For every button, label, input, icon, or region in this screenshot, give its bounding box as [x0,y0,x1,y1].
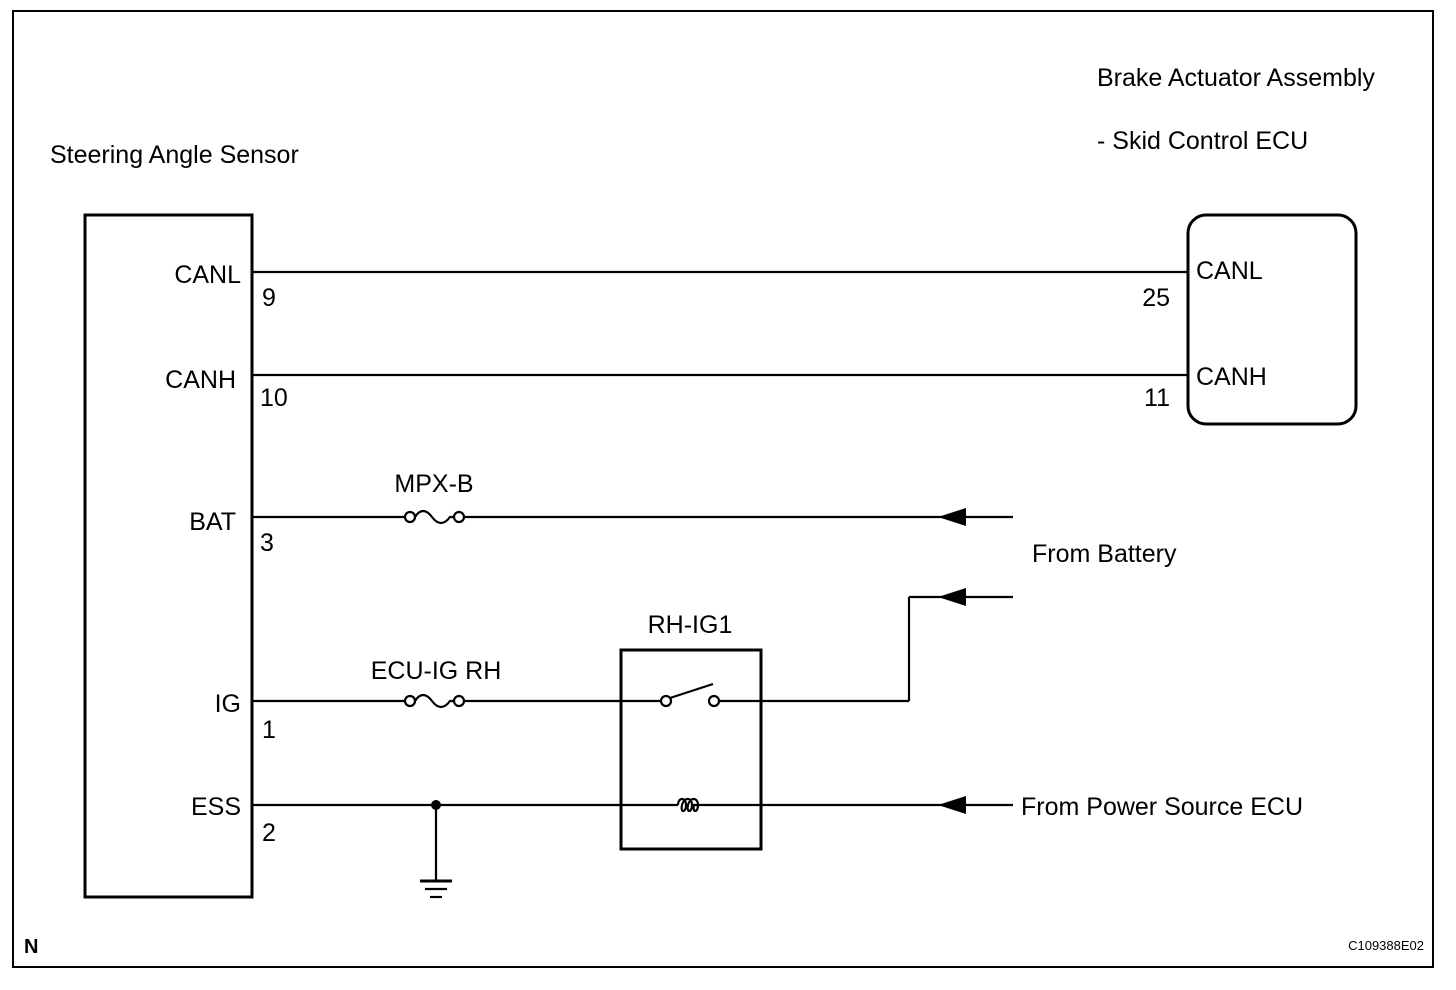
ig-pin-number: 1 [262,716,276,744]
ecu-canh-pin-number: 11 [1144,384,1170,412]
ecu-canh-pin-label: CANH [1196,363,1267,391]
battery-arrow-2 [938,588,966,606]
relay-coil-icon [676,797,704,813]
ground-icon [420,800,452,899]
skid-ecu-title-line1: Brake Actuator Assembly [1097,64,1375,92]
ecu-ig-rh-fuse [252,693,660,709]
bat-pin-label: BAT [189,508,236,536]
relay-label: RH-IG1 [648,611,733,639]
ess-pin-label: ESS [191,793,241,821]
mpx-b-fuse [252,509,1013,525]
canl-pin-number: 9 [262,284,276,312]
canh-pin-number: 10 [260,384,288,412]
steering-sensor-box [83,213,254,899]
skid-ecu-box [1186,213,1358,426]
battery-arrow-1 [938,508,966,526]
steering-sensor-title: Steering Angle Sensor [50,141,299,169]
from-battery-label: From Battery [1032,540,1177,568]
relay-box [619,648,763,851]
ecu-ig-rh-fuse-label: ECU-IG RH [371,657,502,685]
relay-switch-contact [659,682,721,708]
from-power-source-ecu-label: From Power Source ECU [1021,793,1303,821]
battery-ig-wire [719,595,1013,703]
corner-mark: N [24,936,38,958]
canh-pin-label: CANH [165,366,236,394]
power-source-arrow [938,796,966,814]
figure-code: C109388E02 [1348,938,1424,953]
ecu-canl-pin-number: 25 [1142,284,1170,312]
ecu-canl-pin-label: CANL [1196,257,1263,285]
bat-pin-number: 3 [260,529,274,557]
diagram-frame [12,10,1434,968]
mpx-b-fuse-label: MPX-B [394,470,473,498]
skid-ecu-title-line2: - Skid Control ECU [1097,127,1308,155]
ess-pin-number: 2 [262,819,276,847]
canl-pin-label: CANL [174,261,241,289]
ig-pin-label: IG [215,690,241,718]
